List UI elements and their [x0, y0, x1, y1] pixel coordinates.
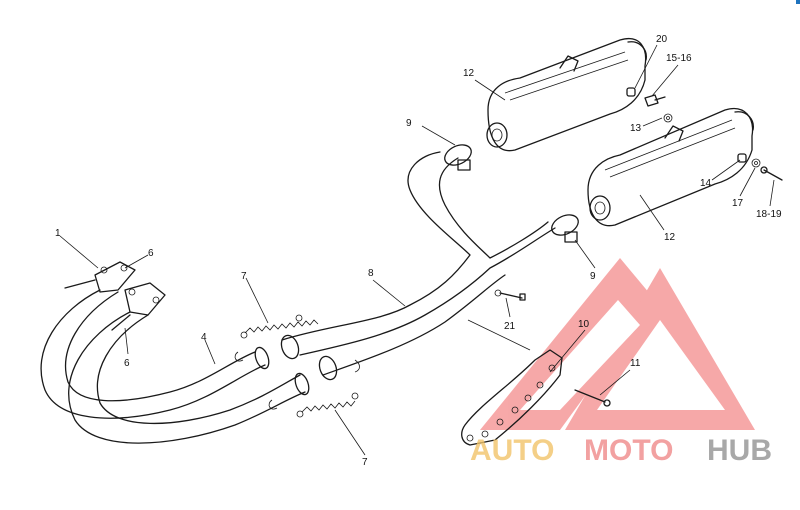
exhaust-spring-lower [296, 392, 359, 418]
flange-stud-bolt [64, 279, 131, 331]
callout-20: 20 [656, 34, 668, 45]
pipe-clamp-upper [444, 144, 472, 171]
callout-12-top: 12 [463, 68, 475, 79]
manifold-flange-lower [124, 282, 166, 316]
watermark-wordmark: AUTO MOTO HUB [470, 434, 772, 467]
callout-11: 11 [630, 358, 641, 369]
bracket-bolt [494, 289, 526, 301]
watermark-word-auto: AUTO [470, 434, 554, 467]
manifold-flange-upper [94, 261, 136, 293]
pipe-clip [234, 351, 278, 410]
callout-9-bottom: 9 [590, 271, 596, 282]
muffler-mount-hardware [626, 87, 783, 181]
watermark-logo [480, 258, 755, 430]
callout-7-bottom: 7 [362, 457, 368, 468]
callout-21: 21 [504, 321, 516, 332]
heat-shield [461, 349, 563, 446]
heat-shield-bolt [574, 389, 611, 407]
y-pipe [280, 151, 556, 381]
callout-6-top: 6 [148, 248, 154, 259]
callout-14: 14 [700, 178, 712, 189]
callout-9-top: 9 [406, 118, 412, 129]
muffler-lower [587, 108, 754, 227]
muffler-upper [486, 38, 647, 152]
callout-8: 8 [368, 268, 374, 279]
callout-18-19: 18-19 [756, 209, 782, 220]
leader-lines [59, 44, 775, 456]
callout-labels: 1 6 6 4 7 7 8 9 9 10 11 12 12 13 14 15-1… [55, 34, 782, 468]
callout-7-top: 7 [241, 271, 247, 282]
callout-15-16: 15-16 [666, 53, 692, 64]
pipe-clamp-lower [551, 214, 579, 243]
callout-12-bottom: 12 [664, 232, 676, 243]
callout-10: 10 [578, 319, 590, 330]
watermark-word-hub: HUB [707, 434, 772, 467]
watermark-word-moto: MOTO [584, 434, 673, 467]
callout-1: 1 [55, 228, 61, 239]
exhaust-spring-upper [240, 314, 319, 339]
callout-13: 13 [630, 123, 642, 134]
header-pipe-upper [40, 289, 270, 419]
corner-accent [796, 0, 800, 4]
callout-4: 4 [201, 332, 207, 343]
callout-6-bottom: 6 [124, 358, 130, 369]
callout-17: 17 [732, 198, 744, 209]
header-pipe-lower [68, 311, 310, 444]
